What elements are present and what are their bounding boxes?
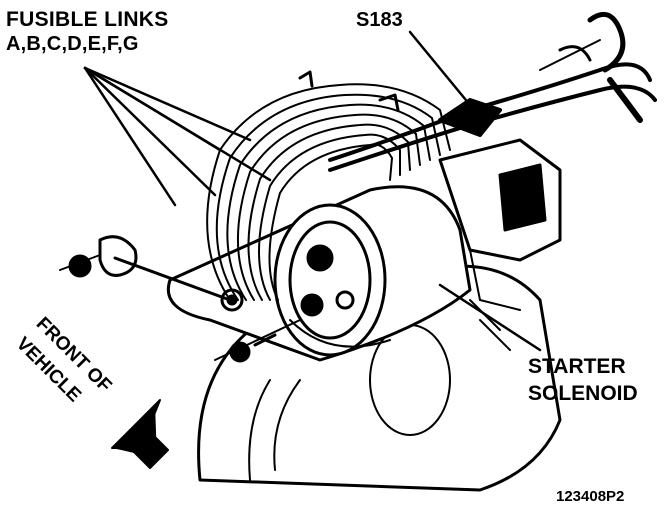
front-of-vehicle-label: FRONT OF VEHICLE (6, 312, 156, 462)
starter-solenoid-leader-line (438, 283, 542, 352)
s183-leader-line (408, 30, 472, 107)
starter-solenoid-label-line2: SOLENOID (528, 382, 638, 405)
fusible-links-leader-lines (83, 66, 272, 207)
solenoid-terminal-nut (214, 319, 301, 363)
front-of-vehicle-arrow (111, 399, 169, 469)
battery-terminal (59, 235, 244, 312)
engine-bracket (438, 138, 562, 311)
fusible-links-title: FUSIBLE LINKS (6, 8, 169, 31)
figure-number: 123408P2 (556, 488, 625, 505)
starter-solenoid (167, 185, 472, 362)
splice-label: S183 (356, 9, 403, 31)
fusible-links-letters: A,B,C,D,E,F,G (6, 33, 139, 55)
fusible-links (206, 70, 451, 301)
starter-solenoid-label-line1: STARTER (528, 355, 626, 378)
